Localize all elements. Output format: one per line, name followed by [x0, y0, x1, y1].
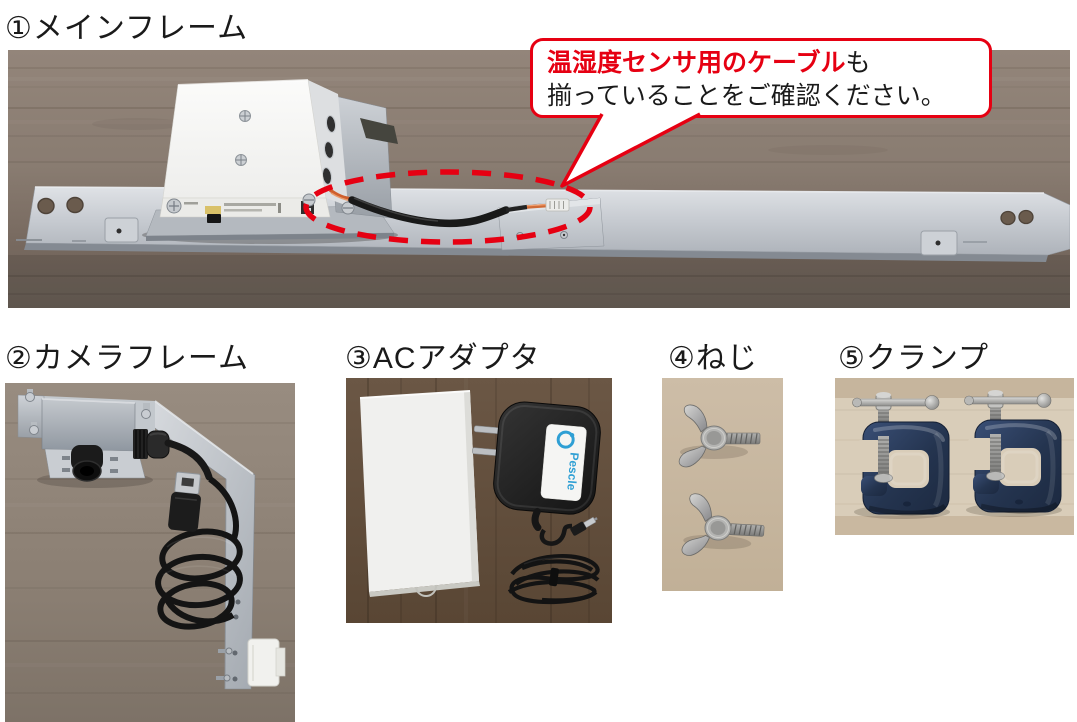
label-ac-adapter: ③ACアダプタ: [345, 342, 541, 375]
clamps-photo: [835, 378, 1074, 535]
callout-line1: 温湿度センサ用のケーブルも: [547, 46, 975, 80]
plate-hole: [37, 197, 55, 215]
sensor-cable: [328, 188, 570, 228]
wing-screw-1: [678, 404, 761, 468]
device-unit: [142, 79, 398, 244]
callout-bubble: 温湿度センサ用のケーブルも 揃っていることをご確認ください。: [530, 38, 992, 118]
c-clamp-2: [964, 390, 1062, 517]
clamp-handle: [968, 396, 1042, 405]
highlight-ellipse: [303, 169, 593, 245]
dc-plug: [570, 516, 598, 536]
desk-shade: [8, 255, 1070, 308]
label-screws: ④ねじ: [668, 342, 758, 375]
device-label-strip: [159, 197, 331, 218]
c-clamp-1: [852, 392, 950, 519]
label-main-frame: ①メインフレーム: [5, 12, 249, 45]
usb-connector: [168, 471, 201, 532]
label-clamps: ⑤クランプ: [838, 342, 989, 375]
callout-line2: 揃っていることをご確認ください。: [547, 82, 946, 110]
brand-logo: [556, 430, 575, 449]
screws-photo: [662, 378, 783, 591]
plate-hole: [1018, 209, 1034, 225]
cardboard-bg: [662, 378, 783, 591]
adapter-box: [359, 390, 480, 597]
wing-screw-2: [681, 493, 765, 556]
camera-frame-photo: [5, 383, 295, 722]
white-connector-block: [247, 638, 286, 687]
ac-adapter-body: Pescle: [471, 401, 601, 532]
clamp-handle: [856, 398, 930, 407]
plate-hole: [1000, 210, 1016, 226]
brand-label: [540, 424, 587, 501]
sensor-connector: [545, 198, 570, 212]
callout-line1-rest: も: [845, 49, 871, 77]
callout-highlight-text: 温湿度センサ用のケーブル: [547, 49, 846, 77]
plate-hole: [66, 196, 84, 214]
device-box: [162, 79, 327, 199]
usb-cable: [155, 439, 243, 630]
brand-text: Pescle: [564, 452, 581, 491]
plate-pad-left: [104, 217, 139, 243]
label-camera-frame: ②カメラフレーム: [5, 342, 249, 375]
power-cord: [507, 516, 600, 605]
ac-adapter-photo: Pescle: [346, 378, 612, 623]
camera-unit: [41, 398, 170, 482]
